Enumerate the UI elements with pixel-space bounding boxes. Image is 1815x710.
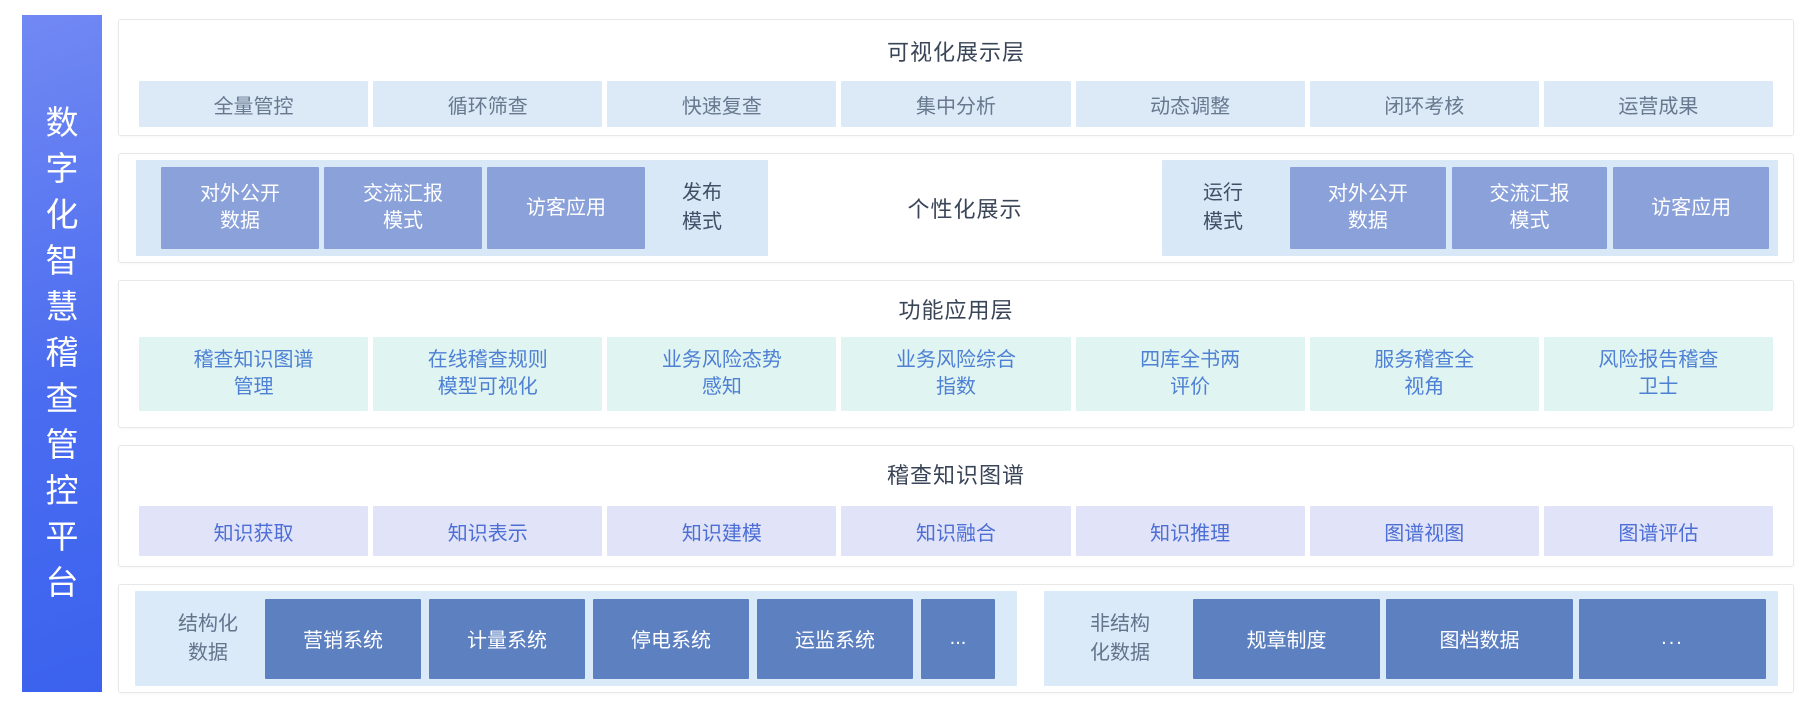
structured-data-item: 营销系统	[265, 598, 421, 679]
structured-data-more: ...	[921, 598, 995, 679]
platform-title-char: 平	[45, 517, 79, 555]
function-item: 在线稽查规则 模型可视化	[373, 337, 603, 411]
function-item: 业务风险态势 感知	[607, 337, 837, 411]
function-item: 四库全书两 评价	[1075, 337, 1305, 411]
knowledge-item: 知识表示	[373, 506, 603, 556]
knowledge-item: 知识获取	[139, 506, 369, 556]
knowledge-layer-title: 稽查知识图谱	[886, 463, 1025, 488]
function-layer-items: 稽查知识图谱 管理 在线稽查规则 模型可视化 业务风险态势 感知 业务风险综合 …	[119, 337, 1793, 411]
publish-mode-item: 交流汇报 模式	[324, 167, 482, 249]
publish-mode-panel: 对外公开 数据 交流汇报 模式 访客应用 发布 模式	[136, 160, 768, 256]
publish-mode-item: 访客应用	[487, 167, 645, 249]
structured-data-item: 计量系统	[429, 598, 585, 679]
visual-item: 循环筛查	[373, 81, 603, 127]
visual-item: 闭环考核	[1309, 81, 1539, 127]
function-layer-section: 功能应用层 稽查知识图谱 管理 在线稽查规则 模型可视化 业务风险态势 感知 业…	[118, 280, 1794, 428]
run-mode-panel: 运行 模式 对外公开 数据 交流汇报 模式 访客应用	[1162, 160, 1778, 256]
function-layer-title: 功能应用层	[898, 298, 1014, 323]
mode-layer-section: 对外公开 数据 交流汇报 模式 访客应用 发布 模式 个性化展示 运行 模式 对…	[118, 153, 1794, 263]
platform-title-char: 数	[45, 104, 79, 142]
knowledge-item: 图谱评估	[1543, 506, 1773, 556]
structured-data-panel: 结构化 数据 营销系统 计量系统 停电系统 运监系统 ...	[135, 591, 1017, 686]
platform-title-char: 台	[45, 563, 79, 601]
structured-data-label: 结构化 数据	[178, 612, 238, 664]
platform-title-char: 字	[45, 150, 79, 188]
visual-item: 全量管控	[139, 81, 369, 127]
unstructured-data-panel: 非结构 化数据 规章制度 图档数据 ...	[1044, 591, 1778, 686]
function-item: 服务稽查全 视角	[1309, 337, 1539, 411]
knowledge-layer-section: 稽查知识图谱 知识获取 知识表示 知识建模 知识融合 知识推理 图谱视图 图谱评…	[118, 445, 1794, 567]
visual-layer-title: 可视化展示层	[886, 40, 1025, 65]
structured-data-item: 运监系统	[757, 598, 913, 679]
visual-item: 运营成果	[1543, 81, 1773, 127]
data-layer-section: 结构化 数据 营销系统 计量系统 停电系统 运监系统 ... 非结构 化数据 规…	[118, 584, 1794, 693]
unstructured-data-item: 规章制度	[1193, 598, 1380, 679]
platform-title-char: 控	[45, 471, 79, 509]
function-item: 业务风险综合 指数	[841, 337, 1071, 411]
unstructured-data-more: ...	[1579, 598, 1766, 679]
visual-item: 集中分析	[841, 81, 1071, 127]
publish-mode-item: 对外公开 数据	[161, 167, 319, 249]
visual-layer-items: 全量管控 循环筛查 快速复查 集中分析 动态调整 闭环考核 运营成果	[119, 81, 1793, 127]
run-mode-item: 交流汇报 模式	[1451, 167, 1608, 249]
run-mode-item: 访客应用	[1613, 167, 1770, 249]
personalized-display-label: 个性化展示	[907, 197, 1023, 222]
knowledge-item: 知识建模	[607, 506, 837, 556]
run-mode-item: 对外公开 数据	[1290, 167, 1446, 249]
run-mode-label: 运行 模式	[1203, 182, 1243, 233]
knowledge-item: 知识推理	[1075, 506, 1305, 556]
platform-title-bar: 数 字 化 智 慧 稽 查 管 控 平 台	[22, 15, 102, 692]
platform-title-char: 智	[45, 242, 79, 280]
platform-title-char: 查	[45, 379, 79, 417]
unstructured-data-item: 图档数据	[1386, 598, 1573, 679]
platform-title-char: 稽	[45, 334, 79, 372]
visual-item: 动态调整	[1075, 81, 1305, 127]
visual-item: 快速复查	[607, 81, 837, 127]
platform-title-char: 慧	[45, 288, 79, 326]
function-item: 稽查知识图谱 管理	[139, 337, 369, 411]
platform-title-char: 化	[45, 196, 79, 234]
function-item: 风险报告稽查 卫士	[1543, 337, 1773, 411]
knowledge-item: 图谱视图	[1309, 506, 1539, 556]
knowledge-item: 知识融合	[841, 506, 1071, 556]
platform-title-char: 管	[45, 425, 79, 463]
knowledge-layer-items: 知识获取 知识表示 知识建模 知识融合 知识推理 图谱视图 图谱评估	[119, 506, 1793, 556]
structured-data-item: 停电系统	[593, 598, 749, 679]
unstructured-data-label: 非结构 化数据	[1090, 612, 1150, 664]
visual-layer-section: 可视化展示层 全量管控 循环筛查 快速复查 集中分析 动态调整 闭环考核 运营成…	[118, 19, 1794, 136]
publish-mode-label: 发布 模式	[682, 182, 722, 233]
